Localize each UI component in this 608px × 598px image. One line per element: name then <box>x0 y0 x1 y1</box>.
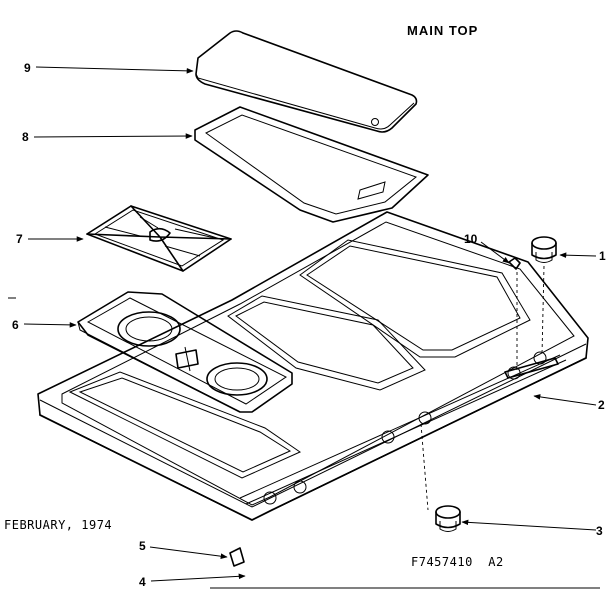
part-5-clip <box>229 547 245 567</box>
callout-1: 1 <box>599 249 606 263</box>
part-9-cover-panel <box>195 30 418 133</box>
callout-10: 10 <box>464 232 478 246</box>
callout-4: 4 <box>139 575 146 589</box>
part-3-knob <box>435 505 461 532</box>
part-code-label: F7457410 A2 <box>411 555 504 569</box>
callout-3: 3 <box>596 524 603 538</box>
part-7-grate <box>86 205 232 272</box>
leader-lines <box>23 66 597 582</box>
part-6-burner-box <box>77 291 293 413</box>
alignment-lines <box>420 265 545 511</box>
callout-9: 9 <box>24 61 31 75</box>
part-8-trim-frame <box>194 106 429 223</box>
callout-8: 8 <box>22 130 29 144</box>
diagram-title: MAIN TOP <box>407 23 478 38</box>
part-2-main-top <box>37 211 589 521</box>
callout-5: 5 <box>139 539 146 553</box>
callout-2: 2 <box>598 398 605 412</box>
part-1-knob <box>531 236 557 263</box>
part-10-screw <box>508 257 521 270</box>
callout-7: 7 <box>16 232 23 246</box>
date-label: FEBRUARY, 1974 <box>4 518 112 532</box>
callout-6: 6 <box>12 318 19 332</box>
